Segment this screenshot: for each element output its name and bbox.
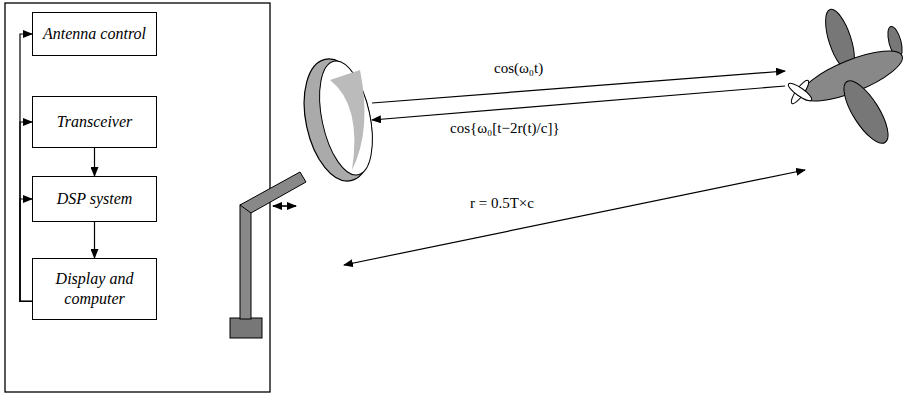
signal-label: r = 0.5T×c [468,195,536,212]
process-box: DSP system [32,176,157,222]
signal-label: cos(ω₀t) [492,60,545,77]
process-box: Display and computer [32,258,157,320]
echo-line [372,86,785,120]
antenna-mount [230,172,306,338]
range-line [344,170,805,265]
signal-connector [20,199,32,301]
system-housing [5,3,270,392]
box-label: DSP system [57,189,133,209]
box-label: Antenna control [43,24,146,44]
antenna-dish [294,53,382,188]
process-box: Antenna control [32,12,157,56]
signal-connector [94,148,95,176]
cable-arrow [273,205,296,207]
signal-connector [20,122,32,301]
box-label: Display and computer [41,269,148,309]
aircraft [786,6,908,149]
signal-label: cos{ω₀[t−2r(t)/c]} [448,120,562,137]
signal-connector [94,222,95,258]
transmit-line [372,71,785,103]
signal-connector [20,34,32,301]
process-box: Transceiver [32,96,157,148]
box-label: Transceiver [57,112,133,132]
